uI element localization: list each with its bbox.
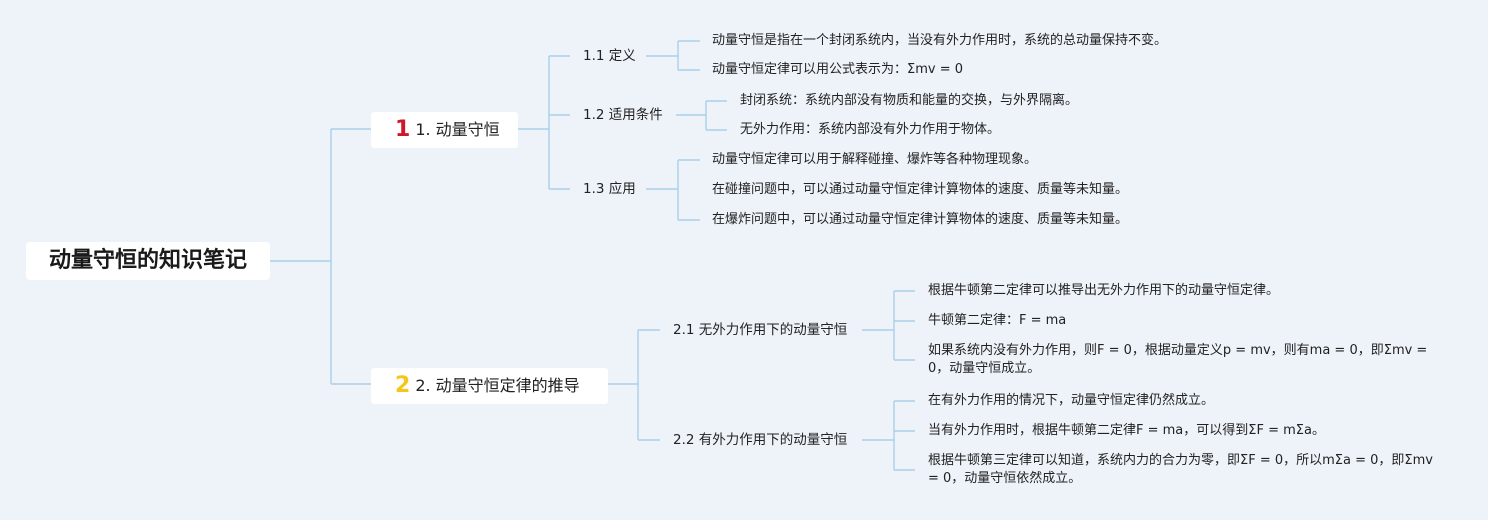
leaf-closed-system[interactable]: 封闭系统：系统内部没有物质和能量的交换，与外界隔离。 (740, 93, 1079, 108)
topic-derivation[interactable]: 2 2. 动量守恒定律的推导 (371, 368, 608, 404)
leaf-definition-statement[interactable]: 动量守恒是指在一个封闭系统内，当没有外力作用时，系统的总动量保持不变。 (712, 33, 1168, 48)
topic-label: 1. 动量守恒 (415, 120, 500, 139)
number-two-icon: 2 (395, 373, 411, 398)
leaf-newton-third-conclusion[interactable]: 根据牛顿第三定律可以知道，系统内力的合力为零，即ΣF = 0，所以mΣa = 0… (928, 453, 1433, 486)
leaf-newton-second-law[interactable]: 牛顿第二定律：F = ma (928, 313, 1067, 328)
leaf-no-external-force[interactable]: 无外力作用：系统内部没有外力作用于物体。 (740, 122, 1001, 137)
leaf-definition-formula[interactable]: 动量守恒定律可以用公式表示为：Σmv = 0 (712, 62, 963, 77)
subtopic-conditions[interactable]: 1.2 适用条件 (583, 107, 663, 123)
leaf-application-phenomena[interactable]: 动量守恒定律可以用于解释碰撞、爆炸等各种物理现象。 (712, 152, 1038, 167)
topic-momentum-conservation[interactable]: 1 1. 动量守恒 (371, 112, 518, 148)
subtopic-applications[interactable]: 1.3 应用 (583, 181, 636, 197)
leaf-external-force-formula[interactable]: 当有外力作用时，根据牛顿第二定律F = ma，可以得到ΣF = mΣa。 (928, 423, 1325, 438)
leaf-application-collision[interactable]: 在碰撞问题中，可以通过动量守恒定律计算物体的速度、质量等未知量。 (712, 182, 1129, 197)
leaf-no-force-conclusion[interactable]: 如果系统内没有外力作用，则F = 0，根据动量定义p = mv，则有ma = 0… (928, 343, 1428, 376)
leaf-external-force-still-holds[interactable]: 在有外力作用的情况下，动量守恒定律仍然成立。 (928, 393, 1215, 408)
subtopic-no-external-force[interactable]: 2.1 无外力作用下的动量守恒 (673, 322, 848, 338)
leaf-newton-second-derivation[interactable]: 根据牛顿第二定律可以推导出无外力作用下的动量守恒定律。 (928, 283, 1280, 298)
subtopic-definition[interactable]: 1.1 定义 (583, 48, 636, 64)
number-one-icon: 1 (395, 117, 411, 142)
topic-label: 2. 动量守恒定律的推导 (415, 376, 580, 395)
subtopic-with-external-force[interactable]: 2.2 有外力作用下的动量守恒 (673, 432, 848, 448)
root-topic[interactable]: 动量守恒的知识笔记 (26, 242, 270, 280)
leaf-application-explosion[interactable]: 在爆炸问题中，可以通过动量守恒定律计算物体的速度、质量等未知量。 (712, 212, 1129, 227)
